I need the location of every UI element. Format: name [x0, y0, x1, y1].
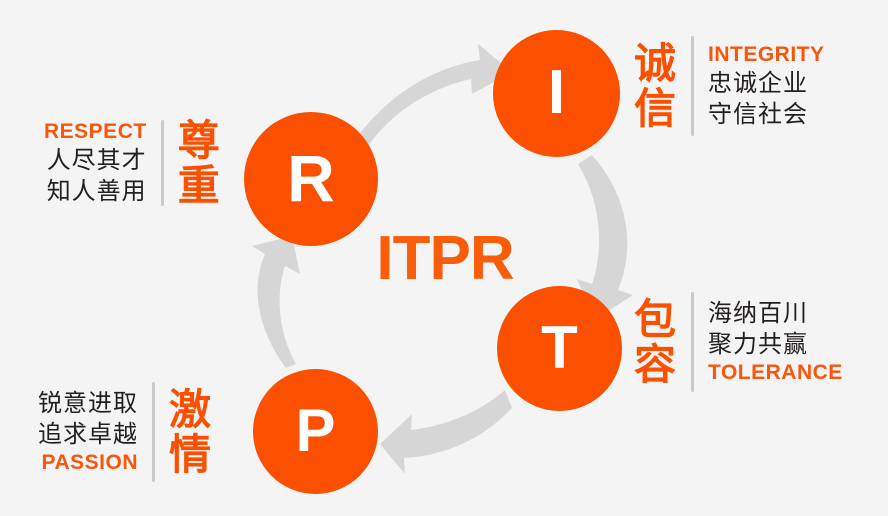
respect-detail: RESPECT 人尽其才 知人善用: [44, 119, 147, 208]
value-block-respect: RESPECT 人尽其才 知人善用 尊 重: [44, 118, 221, 209]
node-integrity[interactable]: I: [493, 30, 620, 157]
respect-chinese-title: 尊 重: [178, 118, 221, 209]
passion-chinese-char-1: 激: [169, 384, 213, 434]
tolerance-detail-line-1: 海纳百川: [708, 298, 809, 327]
integrity-chinese-title: 诚 信: [634, 38, 678, 133]
tolerance-divider: [691, 292, 695, 392]
tolerance-english: TOLERANCE: [708, 361, 843, 385]
integrity-english: INTEGRITY: [708, 42, 825, 66]
passion-chinese-char-2: 情: [169, 430, 213, 479]
value-block-tolerance: 包 容 海纳百川 聚力共赢 TOLERANCE: [634, 292, 843, 392]
node-passion[interactable]: P: [253, 369, 378, 494]
integrity-detail: INTEGRITY 忠诚企业 守信社会: [708, 42, 825, 131]
integrity-detail-line-2: 守信社会: [708, 100, 809, 129]
tolerance-detail-line-2: 聚力共赢: [708, 329, 809, 358]
node-letter-t: T: [541, 313, 578, 381]
passion-divider: [152, 382, 155, 482]
integrity-detail-line-1: 忠诚企业: [708, 68, 809, 97]
passion-english: PASSION: [41, 451, 138, 475]
node-letter-p: P: [295, 396, 336, 464]
center-wordmark: ITPR: [376, 224, 514, 293]
arrow-t-to-p: [380, 390, 512, 474]
passion-detail: 锐意进取 追求卓越 PASSION: [38, 388, 138, 477]
node-letter-r: R: [287, 141, 335, 215]
tolerance-detail: 海纳百川 聚力共赢 TOLERANCE: [708, 298, 843, 387]
arrow-p-to-r: [252, 236, 300, 368]
respect-english: RESPECT: [44, 120, 147, 144]
integrity-divider: [691, 36, 695, 136]
respect-chinese-char-2: 重: [177, 161, 221, 211]
integrity-chinese-char-2: 信: [634, 84, 678, 133]
arrow-i-to-t: [577, 155, 633, 320]
respect-detail-line-2: 知人善用: [46, 177, 147, 206]
arrow-r-to-i: [355, 44, 512, 146]
node-tolerance[interactable]: T: [497, 286, 622, 411]
passion-chinese-title: 激 情: [169, 384, 213, 479]
respect-divider: [160, 120, 164, 207]
passion-detail-line-2: 追求卓越: [38, 419, 138, 448]
passion-detail-line-1: 锐意进取: [38, 388, 138, 417]
tolerance-chinese-char-1: 包: [634, 294, 678, 344]
respect-detail-line-1: 人尽其才: [46, 146, 147, 175]
node-respect[interactable]: R: [244, 112, 378, 246]
tolerance-chinese-char-2: 容: [634, 340, 678, 389]
tolerance-chinese-title: 包 容: [634, 294, 678, 389]
value-block-passion: 锐意进取 追求卓越 PASSION 激 情: [38, 382, 212, 482]
integrity-chinese-char-1: 诚: [634, 38, 678, 88]
respect-chinese-char-1: 尊: [177, 116, 221, 165]
node-letter-i: I: [547, 57, 566, 127]
value-block-integrity: 诚 信 INTEGRITY 忠诚企业 守信社会: [634, 36, 825, 136]
